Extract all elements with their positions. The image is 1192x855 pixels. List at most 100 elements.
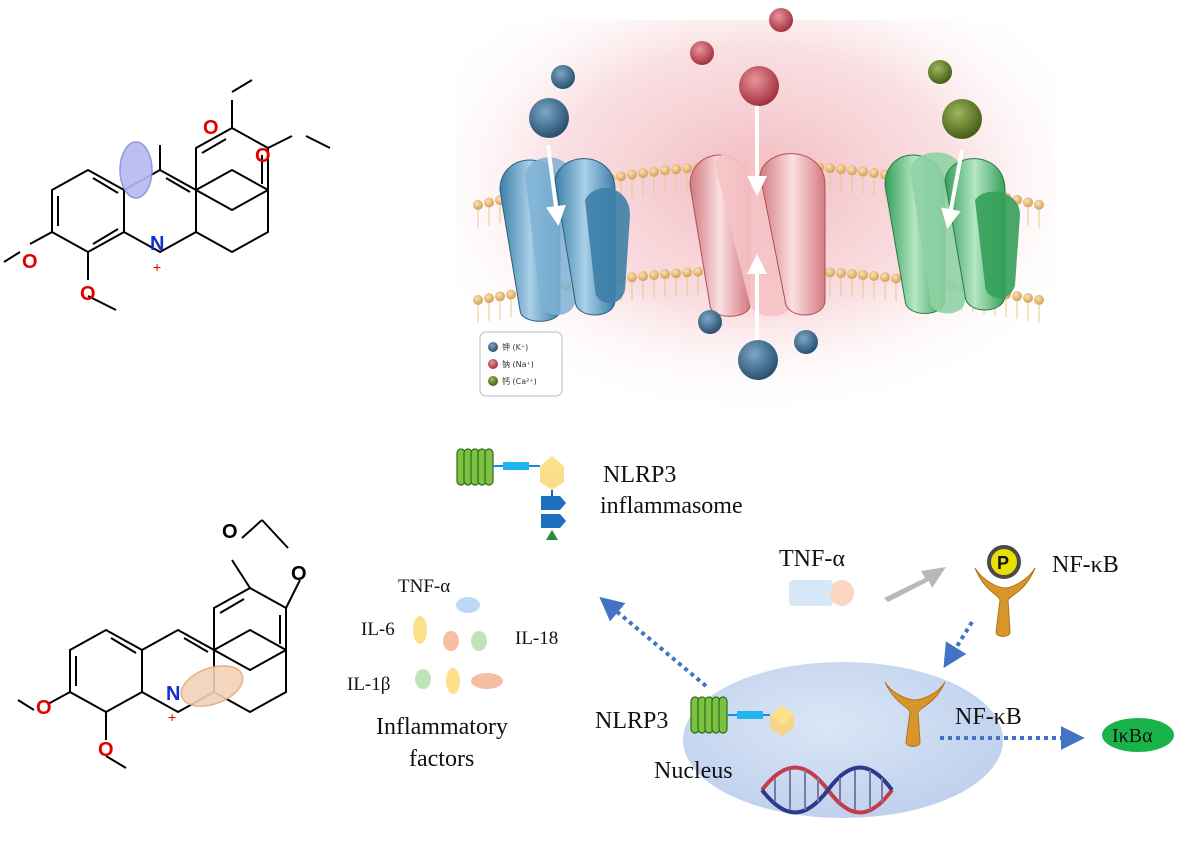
oxygen-atom: O [98, 739, 114, 761]
calcium-ion [928, 60, 952, 84]
lipid-head [495, 291, 505, 302]
activation-arrow-gray [884, 567, 946, 602]
lipid-head [847, 165, 857, 176]
molecule-palmatine-structure [3, 79, 331, 311]
tnf-alpha-label: TNF-α [779, 546, 845, 572]
lipid-head [836, 268, 846, 279]
lipid-head [682, 163, 692, 174]
lipid-head [1034, 199, 1044, 210]
inflammasome-label: inflammasome [600, 493, 743, 519]
calcium-ion [942, 99, 982, 139]
oxygen-atom: O [291, 563, 307, 585]
lipid-head [825, 267, 835, 278]
potassium-ion [794, 330, 818, 354]
lipid-head [627, 272, 637, 283]
lipid-head [627, 169, 637, 180]
ion-legend: 钾 (K⁺) 钠 (Na⁺) 钙 (Ca²⁺) [479, 331, 563, 397]
ring-highlight [180, 665, 244, 707]
potassium-channel [499, 157, 630, 322]
nlrp3-label: NLRP3 [603, 462, 676, 488]
lipid-head [649, 166, 659, 177]
potassium-ion [698, 310, 722, 334]
lipid-head [484, 293, 494, 304]
lipid-head [869, 167, 879, 178]
cell-membrane-ion-channels: 钾 (K⁺) 钠 (Na⁺) 钙 (Ca²⁺) [455, 8, 1055, 420]
lipid-head [836, 164, 846, 175]
tnf-alpha-cytokine-label: TNF-α [398, 576, 450, 597]
phospho-nfkb-icon: P [974, 545, 1036, 637]
lipid-head [484, 197, 494, 208]
ion-flow-arrow [941, 149, 964, 229]
legend-potassium: 钾 (K⁺) [502, 343, 528, 352]
potassium-ion [551, 65, 575, 89]
oxygen-atom: O [36, 697, 52, 719]
lipid-head [1034, 294, 1044, 305]
sodium-ion [769, 8, 793, 32]
lipid-head [671, 164, 681, 175]
lipid-head [1023, 292, 1033, 303]
nucleus-label: Nucleus [654, 758, 733, 784]
ikba-label: IκBα [1112, 725, 1153, 747]
oxygen-atom: O [222, 521, 238, 543]
nlrp3-inflammasome-icon [456, 448, 566, 540]
lipid-head [671, 268, 681, 279]
oxygen-atom: O [255, 145, 271, 167]
lipid-head [616, 171, 626, 182]
nitrogen-atom: N [150, 233, 164, 255]
lipid-head [858, 166, 868, 177]
oxygen-atom: O [22, 251, 38, 273]
potassium-ion [738, 340, 778, 380]
sodium-ion [690, 41, 714, 65]
dna-helix [760, 765, 894, 815]
factors-label: factors [409, 746, 474, 772]
nlrp3-nucleus-icon [690, 696, 794, 736]
arrow-nlrp3-to-inflammatory-factors [599, 596, 708, 688]
il6-label: IL-6 [361, 619, 395, 640]
lipid-head [660, 165, 670, 176]
oxygen-atom: O [203, 117, 219, 139]
lipid-head [682, 267, 692, 278]
lipid-head [473, 295, 483, 305]
lipid-head [869, 270, 879, 281]
legend-calcium: 钙 (Ca²⁺) [502, 376, 537, 386]
cytokine-cluster [413, 597, 503, 694]
potassium-ion [529, 98, 569, 138]
lipid-head [858, 269, 868, 280]
tnf-receptor-icon [789, 580, 854, 606]
nfkb-nucleus-label: NF-κB [955, 704, 1022, 730]
phosphate-label: P [997, 553, 1009, 573]
lipid-head [693, 266, 703, 277]
il1b-label: IL-1β [347, 674, 390, 695]
lipid-head [847, 268, 857, 279]
positive-charge: + [168, 709, 176, 725]
nucleus [683, 662, 1003, 818]
ikba-oval [1102, 718, 1174, 752]
sodium-ion [739, 66, 779, 106]
lipid-head [825, 163, 835, 174]
sodium-channel [689, 142, 826, 317]
il18-label: IL-18 [515, 628, 558, 649]
nitrogen-atom: N [166, 683, 180, 705]
ion-flow-arrow [546, 144, 566, 226]
lipid-head [880, 272, 890, 283]
nfkb-label: NF-κB [1052, 552, 1119, 578]
nfkb-nucleus-icon [884, 681, 946, 747]
calcium-channel [884, 152, 1020, 314]
positive-charge: + [153, 259, 161, 275]
lipid-head [1012, 291, 1022, 302]
lipid-head [891, 273, 901, 284]
nlrp3-nucleus-label: NLRP3 [595, 708, 668, 734]
lipid-head [660, 269, 670, 280]
lipid-head [638, 168, 648, 179]
lipid-head [506, 289, 516, 300]
lipid-head [649, 270, 659, 281]
oxygen-atom: O [80, 283, 96, 305]
phosphate-group [987, 545, 1021, 579]
arrow-nfkb-translocation [943, 620, 974, 669]
inflammatory-label: Inflammatory [376, 714, 508, 740]
lipid-head [1023, 197, 1033, 208]
molecule-berberine-structure [17, 519, 301, 769]
lipid-head [473, 200, 483, 210]
nlrp3-lrr-domain [456, 448, 494, 486]
